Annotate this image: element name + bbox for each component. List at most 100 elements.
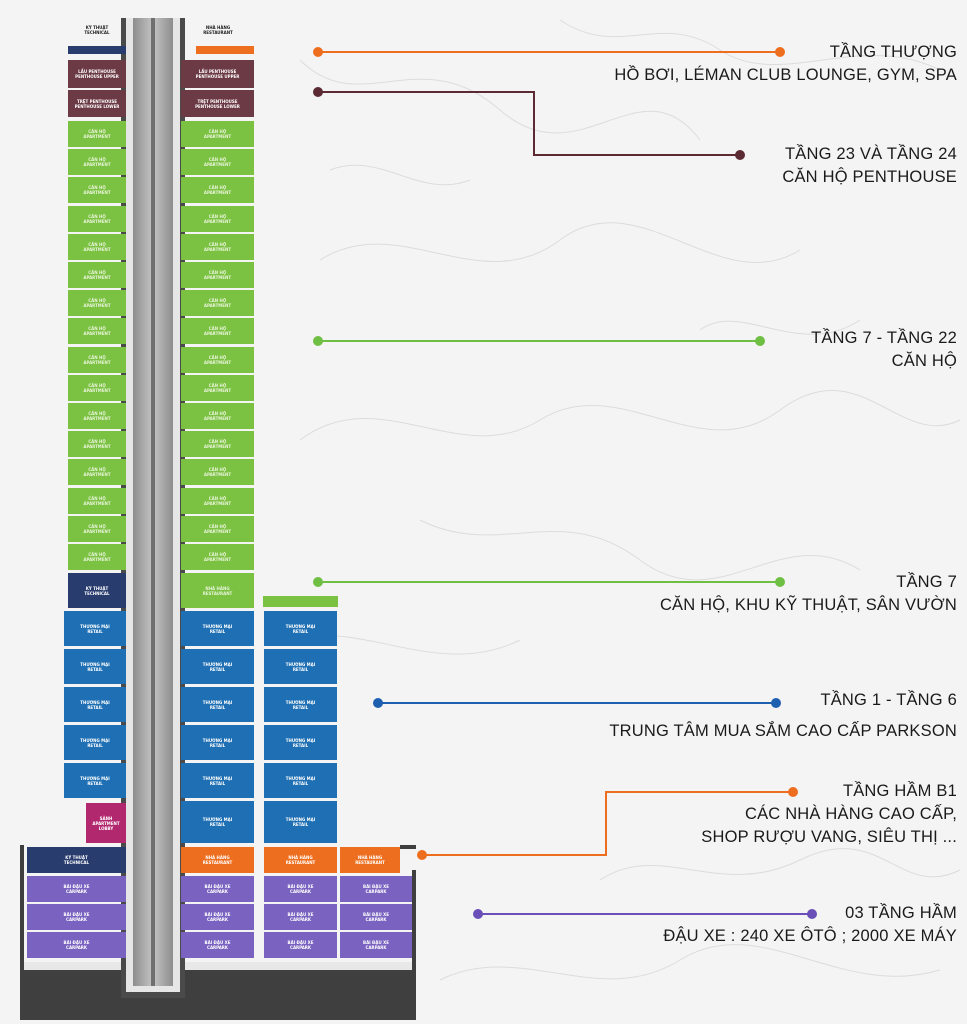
block-label-text: APARTMENT bbox=[83, 472, 111, 478]
block-label-text: RETAIL bbox=[87, 742, 103, 748]
block-label-text: CĂN HỘ bbox=[88, 241, 106, 247]
block-label-text: APARTMENT bbox=[83, 557, 111, 562]
block-label-text: CĂN HỘ bbox=[88, 523, 106, 529]
block-label-text: BÃI ĐẬU XE bbox=[204, 940, 231, 945]
basement-floor bbox=[24, 962, 412, 970]
label-floors-1-6: TẦNG 1 - TẦNG 6 TRUNG TÂM MUA SẮM CAO CẤ… bbox=[609, 691, 957, 740]
block-label-text: BÃI ĐẬU XE bbox=[63, 912, 90, 917]
block-label-text: THƯƠNG MẠI bbox=[285, 737, 316, 743]
block-label-text: RESTAURANT bbox=[285, 860, 316, 865]
block-label-text: CĂN HỘ bbox=[88, 552, 106, 557]
block-label-text: RESTAURANT bbox=[202, 860, 233, 865]
block-label-text: THƯƠNG MẠI bbox=[202, 661, 233, 667]
block-label-text: CĂN HỘ bbox=[208, 270, 227, 275]
block-label-text: APARTMENT bbox=[83, 416, 111, 421]
basement-shell-top bbox=[400, 845, 416, 849]
block-label-text: CARPARK bbox=[207, 889, 228, 894]
block-label-text: PENTHOUSE UPPER bbox=[195, 74, 240, 79]
block-label-text: APARTMENT bbox=[83, 303, 111, 309]
block-label-text: BÃI ĐẬU XE bbox=[63, 884, 90, 889]
block-label-text: APARTMENT bbox=[203, 387, 232, 393]
block-label-text: RETAIL bbox=[87, 666, 103, 672]
block-label-text: CĂN HỘ bbox=[88, 185, 106, 191]
block-label-text: CĂN HỘ bbox=[88, 467, 106, 473]
block-label-text: THƯƠNG MẠI bbox=[285, 661, 316, 667]
block-label-text: CARPARK bbox=[290, 917, 311, 922]
block-label-text: CĂN HỘ bbox=[88, 270, 106, 275]
block-label-text: CARPARK bbox=[207, 917, 228, 922]
block-label-text: CĂN HỘ bbox=[208, 467, 227, 473]
block-label-text: RETAIL bbox=[209, 822, 226, 827]
block-label-text: RETAIL bbox=[87, 780, 103, 786]
block-label-text: CĂN HỘ bbox=[208, 411, 227, 416]
block-label-text: CĂN HỘ bbox=[208, 439, 227, 445]
block-label-text: RETAIL bbox=[209, 742, 226, 748]
block-label-text: APARTMENT bbox=[83, 528, 111, 534]
block-label-text: APARTMENT bbox=[203, 557, 232, 562]
block-label-text: CARPARK bbox=[290, 945, 311, 950]
block-label-text: CĂN HỘ bbox=[208, 241, 227, 247]
block-label-text: PENTHOUSE UPPER bbox=[75, 74, 119, 79]
block-label-text: APARTMENT bbox=[203, 472, 232, 478]
block-label-text: CARPARK bbox=[365, 945, 387, 950]
block-label-text: BÃI ĐẬU XE bbox=[287, 884, 314, 889]
block-label-text: APARTMENT bbox=[83, 331, 111, 337]
block-label-text: TECHNICAL bbox=[63, 860, 90, 865]
block-label-text: SẢNH bbox=[99, 815, 113, 821]
block-label-text: CARPARK bbox=[66, 889, 87, 894]
block-label-text: KỸ THUẬT bbox=[85, 585, 109, 591]
block-label-text: THƯƠNG MẠI bbox=[80, 775, 110, 781]
block-label-text: CĂN HỘ bbox=[208, 382, 227, 388]
block-label-text: THƯƠNG MẠI bbox=[202, 623, 233, 629]
block-label-text: CĂN HỘ bbox=[208, 552, 227, 557]
block-label-text: THƯƠNG MẠI bbox=[285, 817, 316, 822]
block-label-text: CARPARK bbox=[290, 889, 311, 894]
block-label-text: CĂN HỘ bbox=[208, 495, 227, 501]
block-label-text: APARTMENT bbox=[203, 500, 232, 506]
block-label-text: CĂN HỘ bbox=[208, 523, 227, 529]
block-label-text: RETAIL bbox=[292, 704, 309, 710]
block-label-text: APARTMENT bbox=[83, 134, 111, 139]
block-label-text: PENTHOUSE LOWER bbox=[74, 103, 120, 109]
block-label-text: THƯƠNG MẠI bbox=[202, 737, 233, 743]
block-label-text: THƯƠNG MẠI bbox=[285, 623, 316, 629]
